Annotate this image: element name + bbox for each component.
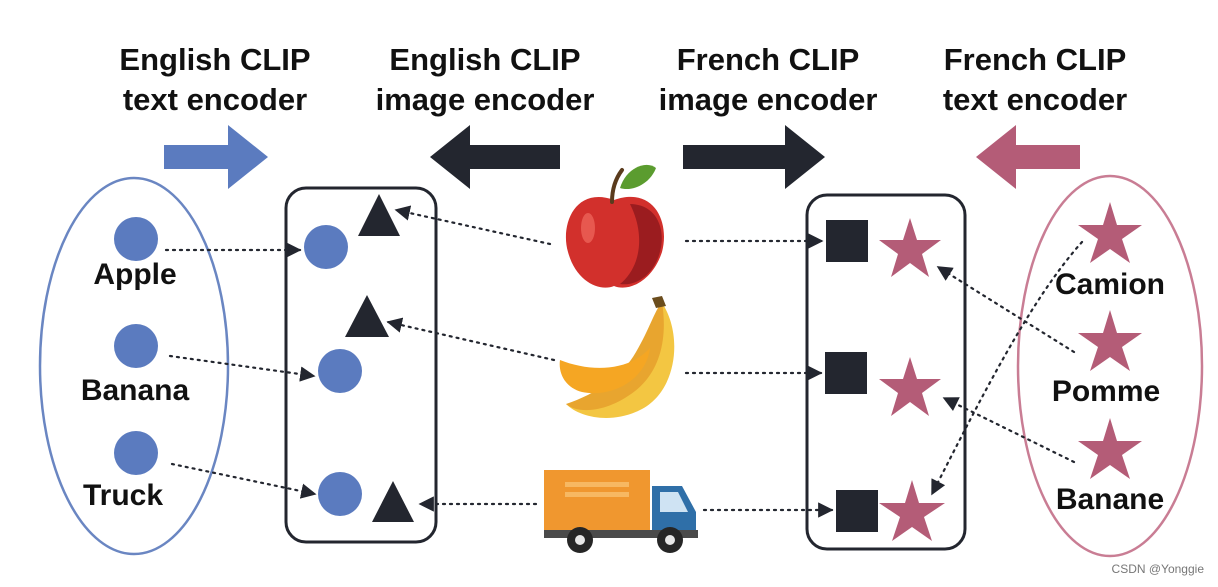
english-word-truck: Truck (83, 479, 163, 512)
connector-banana-word (170, 356, 314, 376)
english-text-embedding-banana (318, 349, 362, 393)
banana-word-dot (114, 324, 158, 368)
english-text-encoder-arrow (164, 125, 268, 189)
header-english-image-line1: English CLIP (350, 40, 620, 80)
english-word-banana: Banana (81, 374, 190, 407)
french-image-encoder-arrow (683, 125, 825, 189)
french-word-pomme: Pomme (1052, 375, 1160, 408)
header-french-text-encoder: French CLIP text encoder (900, 40, 1170, 120)
french-image-embedding-truck (836, 490, 878, 532)
french-image-embedding-apple (826, 220, 868, 262)
french-text-encoder-arrow (976, 125, 1080, 189)
connector-truck-word (172, 464, 315, 494)
banana-image (560, 296, 675, 418)
english-image-encoder-arrow (430, 125, 560, 189)
header-english-text-encoder: English CLIP text encoder (80, 40, 350, 120)
truck-word-dot (114, 431, 158, 475)
watermark-text: CSDN @Yonggie (1112, 562, 1204, 576)
header-english-image-encoder: English CLIP image encoder (350, 40, 620, 120)
connector-pomme-star (938, 267, 1074, 352)
french-word-star-pomme (1078, 310, 1142, 371)
header-french-image-encoder: French CLIP image encoder (633, 40, 903, 120)
apple-word-dot (114, 217, 158, 261)
connector-apple-image-en (396, 210, 550, 244)
header-french-image-line2: image encoder (633, 80, 903, 120)
header-french-image-line1: French CLIP (633, 40, 903, 80)
french-word-star-banane (1078, 418, 1142, 479)
french-text-embedding-star-2 (879, 357, 941, 416)
french-image-embedding-banana (825, 352, 867, 394)
english-text-embedding-apple (304, 225, 348, 269)
french-word-banane: Banane (1056, 483, 1164, 516)
english-image-embedding-apple (358, 194, 400, 236)
english-text-embedding-truck (318, 472, 362, 516)
english-image-embedding-truck (372, 481, 414, 522)
apple-image (566, 165, 664, 288)
french-word-camion: Camion (1055, 268, 1165, 301)
header-english-text-line1: English CLIP (80, 40, 350, 80)
english-word-apple: Apple (93, 258, 176, 291)
french-word-star-camion (1078, 202, 1142, 263)
header-english-image-line2: image encoder (350, 80, 620, 120)
english-image-embedding-banana (345, 295, 389, 337)
truck-image (544, 470, 698, 553)
french-text-embedding-star-1 (879, 218, 941, 277)
header-french-text-line1: French CLIP (900, 40, 1170, 80)
header-english-text-line2: text encoder (80, 80, 350, 120)
header-french-text-line2: text encoder (900, 80, 1170, 120)
connector-banana-image-en (388, 322, 554, 360)
